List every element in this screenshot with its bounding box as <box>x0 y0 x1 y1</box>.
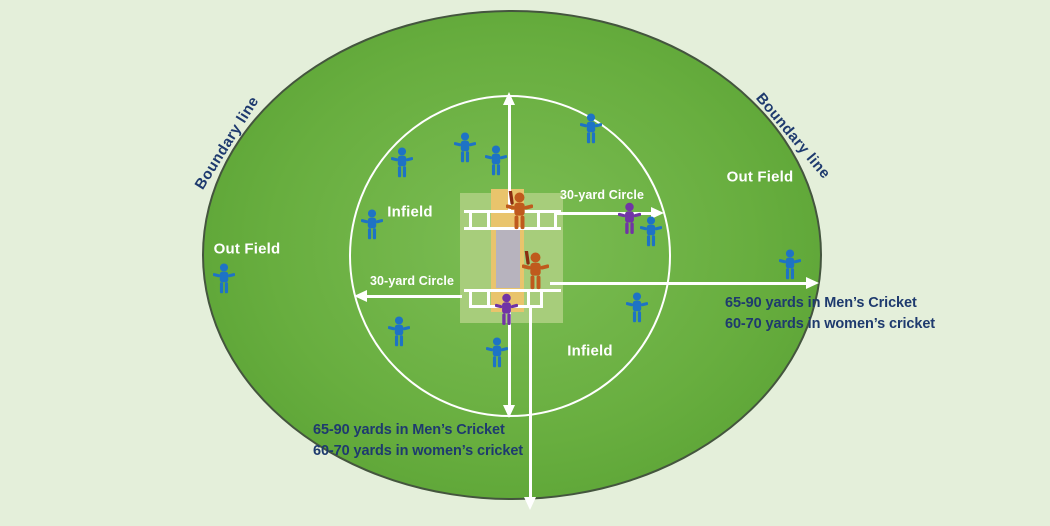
fielder-icon <box>212 262 236 295</box>
thirty-yard-circle-label-left: 30-yard Circle <box>369 274 455 288</box>
bottom-crease-rail <box>464 289 561 292</box>
fielder-icon <box>453 131 477 164</box>
arrow-right-boundary-head <box>806 277 819 289</box>
fielder-icon <box>579 112 603 145</box>
top-stump <box>469 210 472 230</box>
arrow-down-boundary-head <box>524 497 536 510</box>
striker-batsman-icon <box>505 187 533 231</box>
measurement-right-line2: 60-70 yards in women’s cricket <box>725 316 936 332</box>
top-stump <box>487 210 490 230</box>
measurement-bottom-line2: 60-70 yards in women’s cricket <box>313 443 524 459</box>
bottom-stump <box>469 289 472 308</box>
non-striker-batsman-icon <box>521 247 549 291</box>
top-crease-rail <box>464 210 561 213</box>
arrow-down-boundary-line <box>529 306 532 498</box>
infield-label-top: Infield <box>387 203 433 221</box>
measurement-text-bottom: 65-90 yards in Men’s Cricket 60-70 yards… <box>313 420 523 462</box>
fielder-icon <box>484 144 508 177</box>
arrow-right-circle-line <box>557 212 653 215</box>
measurement-text-right: 65-90 yards in Men’s Cricket 60-70 yards… <box>725 293 935 335</box>
top-stump <box>554 210 557 230</box>
bottom-stump <box>540 289 543 308</box>
measurement-right-line1: 65-90 yards in Men’s Cricket <box>725 295 917 311</box>
arrow-up-line <box>508 104 511 211</box>
arrow-left-head <box>354 290 367 302</box>
arrow-down-circle-line <box>508 306 511 406</box>
fielder-icon <box>360 208 384 241</box>
out-field-label-right: Out Field <box>726 168 794 186</box>
fielder-icon <box>625 291 649 324</box>
top-crease-rail <box>464 227 561 230</box>
out-field-label-left: Out Field <box>213 240 281 258</box>
arrow-up-head <box>503 92 515 105</box>
fielder-icon <box>387 315 411 348</box>
fielder-icon <box>639 215 663 248</box>
arrow-down-circle-head <box>503 405 515 418</box>
top-stump <box>537 210 540 230</box>
measurement-bottom-line1: 65-90 yards in Men’s Cricket <box>313 422 505 438</box>
pitch-strip-inner <box>496 230 520 288</box>
infield-label-bottom: Infield <box>567 342 613 360</box>
arrow-right-circle-head <box>651 207 664 219</box>
boundary-line-label-left: Boundary line <box>191 93 263 193</box>
arrow-right-boundary-line <box>550 282 808 285</box>
fielder-icon <box>485 336 509 369</box>
arrow-left-line <box>366 295 462 298</box>
bottom-stump <box>487 289 490 308</box>
bottom-stump <box>527 289 530 308</box>
square-leg-umpire-icon <box>617 201 641 236</box>
fielder-icon <box>778 248 802 281</box>
wicketkeeper-icon <box>494 292 518 327</box>
fielder-icon <box>390 146 414 179</box>
thirty-yard-circle-label-right: 30-yard Circle <box>559 188 645 202</box>
